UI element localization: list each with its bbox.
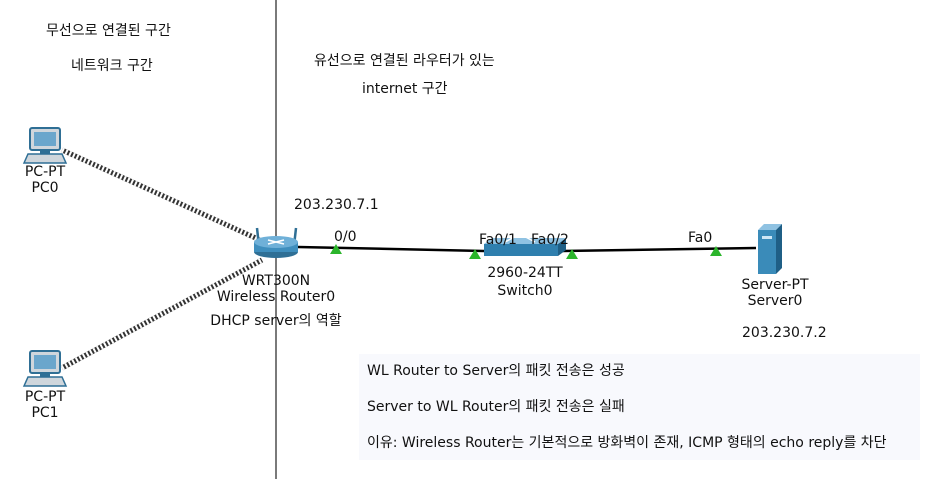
router-name-label: Wireless Router0 [216,289,336,305]
router-port-label: 0/0 [334,229,357,245]
link-router-switch [297,245,485,253]
pc1-name-label: PC1 [31,405,59,421]
note-line-1: WL Router to Server의 패킷 전송은 성공 [367,363,625,379]
server-ip-label: 203.230.7.2 [742,325,827,341]
router-model-label: WRT300N [241,273,311,289]
wireless-router-icon[interactable] [254,227,298,258]
pc1-icon[interactable] [22,350,68,387]
wireless-link-pc1 [60,257,264,371]
router-role-label: DHCP server의 역할 [210,313,342,329]
link-switch-server [561,246,757,253]
server-port-label: Fa0 [688,230,713,246]
notes-box: WL Router to Server의 패킷 전송은 성공 Server to… [359,354,920,460]
pc0-name-label: PC0 [31,180,59,196]
pc0-icon[interactable] [22,127,68,164]
switch-name-label: Switch0 [497,283,553,299]
note-line-2: Server to WL Router의 패킷 전송은 실패 [367,399,625,415]
pc1-type-label: PC-PT [24,389,66,405]
wired-zone-subtitle: internet 구간 [362,81,448,97]
server-type-label: Server-PT [741,277,809,293]
wireless-zone-subtitle: 네트워크 구간 [71,58,153,74]
note-line-3: 이유: Wireless Router는 기본적으로 방화벽이 존재, ICMP… [367,435,887,451]
link-up-indicator [469,249,481,259]
wireless-link-pc0 [60,147,262,243]
link-up-indicator [566,249,578,259]
wired-zone-title: 유선으로 연결된 라우터가 있는 [314,53,495,69]
switch-port-left-label: Fa0/1 [479,232,517,248]
switch-model-label: 2960-24TT [487,265,563,281]
pc0-type-label: PC-PT [24,164,66,180]
link-up-indicator [330,244,342,254]
link-up-indicator [710,246,722,256]
server-name-label: Server0 [747,293,803,309]
server-icon[interactable] [758,224,782,274]
switch-port-right-label: Fa0/2 [531,232,569,248]
switch-icon[interactable] [484,233,566,256]
wireless-zone-title: 무선으로 연결된 구간 [46,23,171,39]
router-ip-label: 203.230.7.1 [294,197,379,213]
